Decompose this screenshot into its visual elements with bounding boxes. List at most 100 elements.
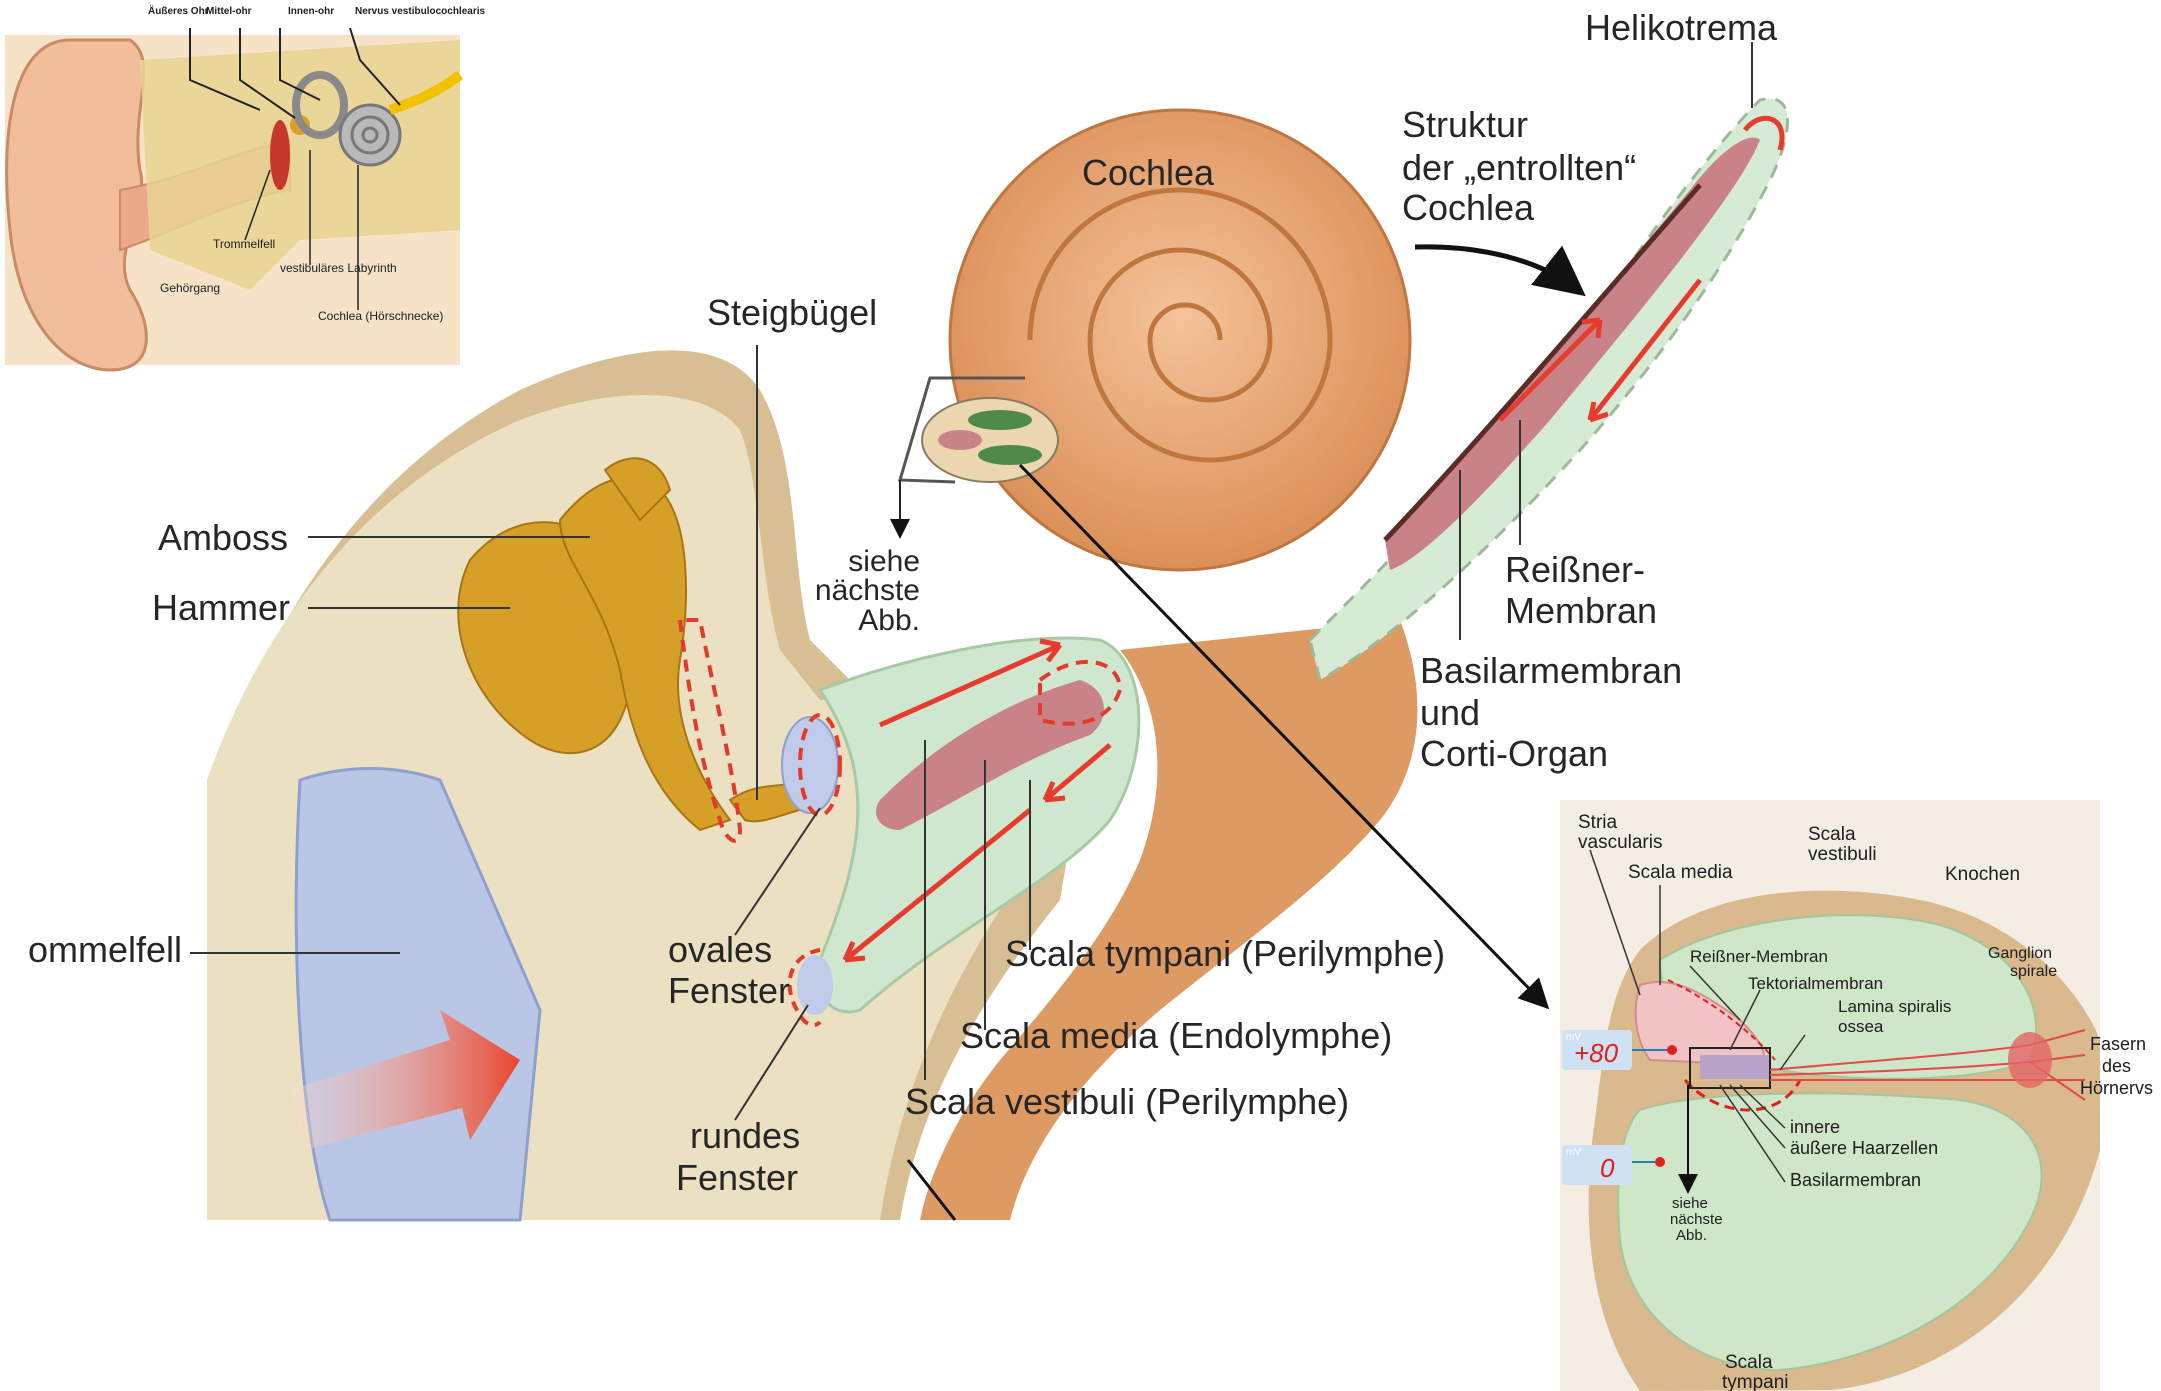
inset-label-innere: innere <box>1790 1117 1840 1137</box>
scala-media-shape <box>876 680 1104 830</box>
inset-label-aeussere: äußere Haarzellen <box>1790 1138 1938 1158</box>
inset-label-stria-2: vascularis <box>1578 832 1662 853</box>
display-plus80-unit: mV <box>1566 1032 1581 1043</box>
overview-label-auesseres: Äußeres Ohr <box>148 4 209 17</box>
leader-inset-reissner <box>1689 965 1741 1021</box>
ossicle-motion-outline <box>677 618 743 843</box>
inset-label-reissner: Reißner-Membran <box>1690 947 1828 966</box>
leader-innere <box>1739 1084 1786 1129</box>
leader-ovales <box>734 807 821 936</box>
oval-window-outline <box>798 713 842 817</box>
overview-label-nerv: Nervus vestibulocochlearis <box>355 6 485 17</box>
basilar-membrane-line <box>1383 183 1702 542</box>
leader-trommelfell <box>244 169 271 241</box>
display-zero-value: 0 <box>1600 1153 1615 1183</box>
overview-cochlea-inner <box>361 126 379 144</box>
inset-label-tektorial: Tektorialmembran <box>1748 974 1883 993</box>
inset-label-tympani-2: tympani <box>1722 1372 1789 1391</box>
label-siehe-3: Abb. <box>858 604 920 637</box>
label-hammer: Hammer <box>152 587 290 628</box>
inset-corti-organ <box>1700 1055 1770 1079</box>
flow-arrow-5 <box>1588 278 1702 422</box>
fiber-2 <box>1769 1061 2031 1076</box>
inset-label-ganglion-1: Ganglion <box>1988 945 2052 962</box>
cochlea-spiral-turns <box>1027 187 1333 463</box>
inset-label-stria-1: Stria <box>1578 812 1618 833</box>
label-basilar-2: und <box>1420 692 1480 733</box>
label-ovales-2: Fenster <box>668 970 790 1011</box>
flow-arrow-3-head <box>842 940 866 963</box>
display-zero-unit: mV <box>1566 1147 1581 1158</box>
leader-innenohr <box>279 28 321 101</box>
overview-label-vestibulaer: vestibuläres Labyrinth <box>280 261 397 275</box>
overview-label-innenohr: Innen-ohr <box>288 6 334 17</box>
display-zero: mV 0 <box>1562 1145 1665 1185</box>
flow-arrow-1-head <box>1039 638 1062 663</box>
fiber-1 <box>1769 1044 2031 1071</box>
overview-label-mittelohr: Mittel-ohr <box>206 6 252 17</box>
inset-dash-1 <box>1667 979 1776 1061</box>
overview-eardrum-shape <box>270 120 290 190</box>
overview-cochlea-shape <box>338 103 402 167</box>
inset-label-siehe-3: Abb. <box>1676 1227 1707 1244</box>
flow-arrow-2-head <box>1042 780 1066 803</box>
ganglion-shape <box>2008 1032 2052 1088</box>
label-rundes-2: Fenster <box>676 1157 798 1198</box>
flow-arrow-1 <box>878 642 1062 728</box>
leader-inset-basilar <box>1719 1084 1786 1183</box>
flow-arrows <box>842 115 1785 963</box>
label-scala-tympani: Scala tympani (Perilymphe) <box>1005 933 1445 974</box>
label-trommelfell-main: ommelfell <box>28 929 182 970</box>
label-siehe-2: nächste <box>815 574 920 607</box>
inset-dash-2 <box>1683 1079 1802 1112</box>
inset-label-basilar: Basilarmembran <box>1790 1170 1921 1190</box>
flow-arrow-3 <box>843 808 1032 962</box>
display-plus80-probe <box>1667 1045 1677 1055</box>
leader-auesseres <box>189 28 261 111</box>
display-plus80: mV +80 <box>1562 1030 1677 1070</box>
overview-label-cochlea: Cochlea (Hörschnecke) <box>318 309 443 323</box>
main-leaders <box>190 42 1753 1121</box>
overview-label-gehoergang: Gehörgang <box>160 281 220 295</box>
chip-bracket <box>898 376 1025 484</box>
inset-label-fasern-1: Fasern <box>2090 1034 2146 1054</box>
pinna-shape <box>5 38 148 372</box>
round-window-shape <box>797 955 833 1015</box>
inset-figure: mV +80 mV 0 Stria vascularis Scala media… <box>1560 800 2153 1391</box>
inset-label-ganglion-2: spirale <box>2010 963 2057 980</box>
cochlea-wall-shape <box>920 620 1418 1220</box>
overview-figure: Äußeres Ohr Mittel-ohr Innen-ohr Nervus … <box>5 4 485 372</box>
chip-tympani <box>978 445 1042 465</box>
leader-rundes <box>734 1004 809 1121</box>
label-siehe-1: siehe <box>848 545 920 578</box>
flow-arrow-5-head <box>1587 401 1609 423</box>
inset-label-lamina-1: Lamina spiralis <box>1838 997 1951 1016</box>
overview-label-trommelfell: Trommelfell <box>213 237 275 251</box>
display-plus80-value: +80 <box>1574 1038 1619 1068</box>
inset-zoom-box <box>1689 1047 1771 1089</box>
cochlea-spiral-shape <box>948 108 1412 572</box>
inset-nerve-fibers <box>1769 1029 2086 1101</box>
oval-window-shape <box>781 716 839 814</box>
label-ovales-1: ovales <box>668 929 772 970</box>
leader-stria <box>1589 849 1641 996</box>
main-figure: Helikotrema Cochlea Struktur der „entrol… <box>28 7 1789 1222</box>
leader-tektorial <box>1729 989 1761 1051</box>
label-scala-vestibuli: Scala vestibuli (Perilymphe) <box>905 1081 1349 1122</box>
temporal-bone-shape <box>140 40 460 290</box>
label-steigbuegel: Steigbügel <box>707 292 877 333</box>
inset-label-fasern-3: Hörnervs <box>2080 1078 2153 1098</box>
inset-label-vestibuli-2: vestibuli <box>1808 844 1877 865</box>
inset-label-media: Scala media <box>1628 862 1733 883</box>
fiber-fan <box>2029 1029 2086 1101</box>
inset-label-siehe-2: nächste <box>1670 1211 1723 1228</box>
amboss-process-shape <box>603 457 672 522</box>
label-scala-media: Scala media (Endolymphe) <box>960 1015 1392 1056</box>
inset-label-tympani-1: Scala <box>1725 1352 1773 1373</box>
inset-label-knochen: Knochen <box>1945 864 2020 885</box>
display-zero-box <box>1562 1145 1632 1185</box>
round-window-outline <box>787 948 822 1028</box>
flow-arrow-helix <box>1743 115 1785 151</box>
label-helikotrema: Helikotrema <box>1585 7 1778 48</box>
